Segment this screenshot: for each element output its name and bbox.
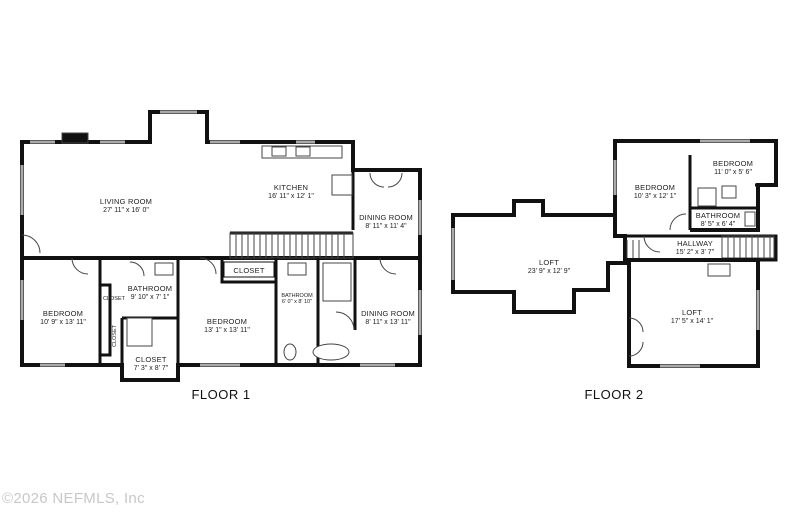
room-name-bedroom-small: BEDROOM [713, 159, 753, 168]
loft-left-walls [451, 199, 627, 314]
room-dims-living-room: 27' 11" x 16' 0" [103, 207, 149, 214]
kitchen-island [331, 174, 353, 196]
bathroom-1-shower [126, 317, 153, 347]
toilet [283, 343, 297, 361]
bathtub [312, 343, 350, 361]
closet-label-box [223, 261, 275, 278]
room-name-closet-small: CLOSET [103, 296, 126, 302]
room-dims-bedroom-1: 10' 9" x 13' 11" [40, 319, 86, 326]
room-name-loft-right: LOFT [682, 308, 702, 317]
room-name-dining-room-lower: DINING ROOM [361, 309, 415, 318]
loft-sink [707, 263, 731, 277]
floor-1-plan: LIVING ROOM 27' 11" x 16' 0" KITCHEN 16'… [20, 110, 422, 402]
room-name-bedroom-main: BEDROOM [635, 183, 675, 192]
floor-1-label: FLOOR 1 [191, 387, 250, 402]
floor-2-plan: BEDROOM 11' 0" x 5' 6" BEDROOM 10' 3" x … [451, 139, 778, 402]
room-name-closet-center: CLOSET [233, 266, 264, 275]
room-name-loft-left: LOFT [539, 258, 559, 267]
room-name-bedroom-1: BEDROOM [43, 309, 83, 318]
floor-2-shower [697, 187, 717, 207]
room-dims-loft-right: 17' 5" x 14' 1" [671, 318, 714, 325]
room-name-closet-vertical: CLOSET [112, 324, 118, 347]
room-dims-dining-room-lower: 8' 11" x 13' 11" [365, 319, 411, 326]
room-dims-closet-lower: 7' 3" x 8' 7" [134, 365, 169, 372]
floor-2-door-swings [628, 213, 687, 357]
bathroom-1-sink [154, 262, 174, 276]
room-dims-bedroom-2: 13' 1" x 13' 11" [204, 327, 250, 334]
floor-1-windows [20, 110, 422, 367]
room-dims-bedroom-main: 10' 3" x 12' 1" [634, 193, 677, 200]
room-name-hallway: HALLWAY [677, 239, 713, 248]
floor-2-windows [451, 139, 760, 368]
bedroom-partition [688, 155, 776, 230]
room-dims-bathroom-2: 6' 0" x 8' 10" [282, 299, 312, 305]
fireplace [61, 132, 89, 144]
room-name-dining-room-upper: DINING ROOM [359, 213, 413, 222]
room-dims-kitchen: 16' 11" x 12' 1" [268, 193, 314, 200]
room-name-bedroom-2: BEDROOM [207, 317, 247, 326]
kitchen-sink [295, 146, 311, 157]
room-dims-bathroom-1: 9' 10" x 7' 1" [131, 294, 170, 301]
room-name-bathroom-1: BATHROOM [128, 284, 172, 293]
room-name-closet-lower: CLOSET [135, 355, 166, 364]
loft-right-walls [627, 258, 760, 368]
hallway-walls [625, 234, 778, 262]
floor-1-stairs [229, 232, 354, 259]
floor-1-exterior-walls [20, 110, 422, 382]
room-dims-bathroom-f2: 8' 5" x 6' 4" [701, 221, 736, 228]
room-dims-loft-left: 23' 9" x 12' 9" [528, 268, 571, 275]
bathroom-2-sink [287, 262, 307, 276]
room-dims-dining-room-upper: 8' 11" x 11' 4" [365, 223, 407, 230]
room-name-kitchen: KITCHEN [274, 183, 308, 192]
floor-1-door-swings [21, 172, 403, 331]
floor-2-label: FLOOR 2 [584, 387, 643, 402]
room-dims-hallway: 15' 2" x 3' 7" [676, 249, 715, 256]
floor-2-toilet [744, 211, 756, 227]
copyright-watermark: ©2026 NEFMLS, Inc [2, 490, 145, 507]
left-closet-walls [100, 283, 112, 357]
room-dims-bedroom-small: 11' 0" x 5' 6" [714, 169, 752, 176]
stove [271, 146, 287, 157]
floor-2-sink [721, 185, 737, 199]
bathroom-2-shower [322, 262, 352, 302]
room-name-bathroom-2: BATHROOM [281, 293, 313, 299]
room-name-living-room: LIVING ROOM [100, 197, 152, 206]
room-name-bathroom-f2: BATHROOM [696, 211, 740, 220]
